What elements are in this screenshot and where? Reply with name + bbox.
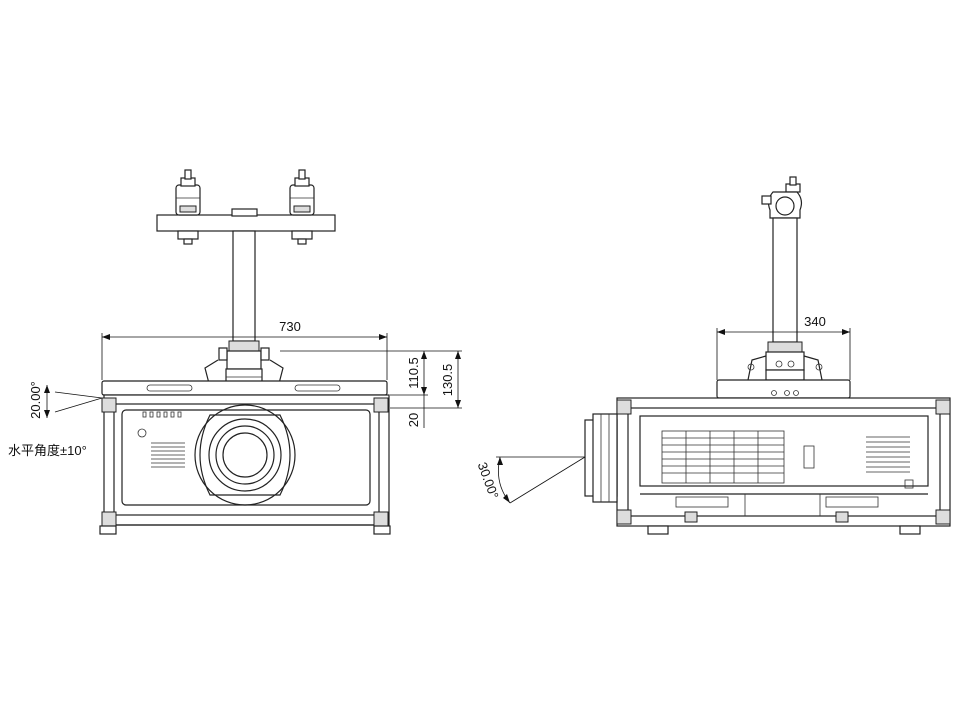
horizontal-angle-label: 水平角度±10° bbox=[8, 443, 87, 458]
dim-tilt-side: 30.00° bbox=[475, 456, 586, 504]
side-view: 340 30.00° bbox=[475, 176, 951, 535]
front-projector-body bbox=[99, 394, 391, 535]
dim-110-label: 110.5 bbox=[406, 357, 421, 389]
side-vent-grille bbox=[661, 430, 785, 484]
front-view: 730 110.5 130.5 20 bbox=[8, 169, 462, 535]
front-lens bbox=[194, 404, 296, 506]
dim-depth-340: 340 bbox=[716, 314, 851, 380]
tilt-front-label: 20.00° bbox=[28, 381, 43, 419]
side-rear-vent bbox=[866, 436, 910, 473]
front-pole bbox=[204, 230, 284, 396]
dim-height-front: 110.5 130.5 20 bbox=[280, 350, 462, 428]
side-pole bbox=[747, 217, 823, 381]
side-projector-body bbox=[616, 397, 951, 535]
dim-130-label: 130.5 bbox=[440, 364, 455, 397]
side-mounting-plate bbox=[716, 379, 851, 399]
tilt-side-label: 30.00° bbox=[475, 460, 502, 501]
side-truss-clamp bbox=[761, 176, 803, 219]
side-lens bbox=[584, 413, 618, 503]
right-truss-clamp bbox=[289, 169, 315, 245]
front-clamp-bar bbox=[156, 169, 336, 245]
left-truss-clamp bbox=[175, 169, 201, 245]
dim-width-730: 730 bbox=[101, 319, 388, 380]
front-mounting-plate bbox=[101, 380, 388, 396]
front-vent bbox=[151, 442, 185, 468]
dim-20-label: 20 bbox=[406, 413, 421, 427]
dim-tilt-front: 20.00° 水平角度±10° bbox=[8, 381, 103, 458]
dim-depth-label: 340 bbox=[804, 314, 826, 329]
dim-width-label: 730 bbox=[279, 319, 301, 334]
